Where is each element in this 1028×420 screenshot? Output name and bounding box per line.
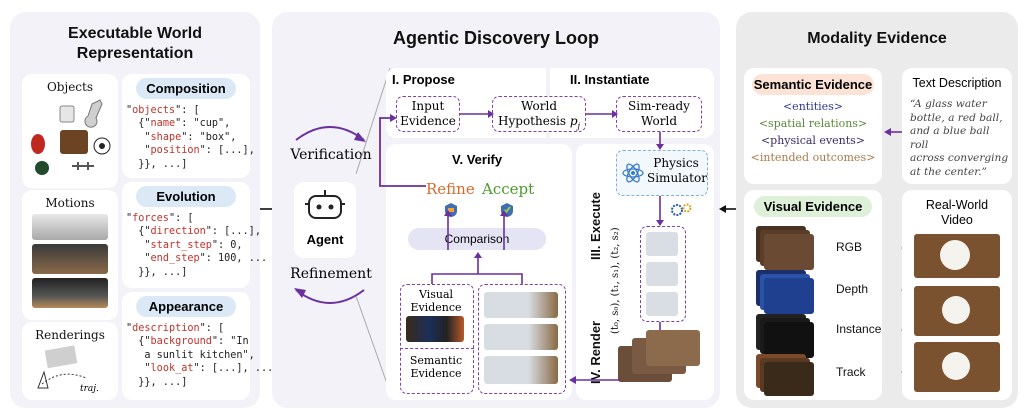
real-world-video-title: Real-World Video xyxy=(925,198,989,227)
rgb-frame xyxy=(764,234,814,270)
world-hypothesis-node: World Hypothesis pj xyxy=(492,96,586,132)
physics-simulator-label: Physics Simulator xyxy=(647,156,707,185)
real-world-video-box: Real-World Video xyxy=(902,190,1012,400)
semantic-evidence-label: Semantic Evidence xyxy=(409,354,463,380)
cup-in-frame-1 xyxy=(940,240,970,270)
agent-box: Agent xyxy=(294,182,356,258)
instance-frame xyxy=(764,322,814,358)
input-evidence-node: Input Evidence xyxy=(396,96,460,132)
physical-events-tag: <physical events> xyxy=(760,134,866,147)
render-output-3 xyxy=(646,330,700,366)
semantic-evidence-box: Semantic Evidence <entities> <spatial re… xyxy=(744,68,882,184)
gear-icon xyxy=(671,203,692,216)
sim-state-1 xyxy=(646,232,678,256)
verification-arc xyxy=(295,126,366,142)
composition-code: "objects": [ {"name": "cup", "shape": "b… xyxy=(126,105,255,170)
refinement-arc xyxy=(294,288,365,304)
refinement-label: Refinement xyxy=(290,266,372,282)
sim-state-3 xyxy=(646,292,678,316)
text-description-body: “A glass water bottle, a red ball, and a… xyxy=(910,98,1009,178)
left-panel-title: Executable World Representation xyxy=(68,25,202,62)
comparison-node: Comparison xyxy=(408,228,546,250)
verify-arrows xyxy=(431,210,523,286)
renderings-label: Renderings xyxy=(35,328,105,342)
render-to-verify-arrow xyxy=(569,376,620,384)
propose-label: I. Propose xyxy=(392,72,455,87)
composition-box: Composition "objects": [ {"name": "cup",… xyxy=(122,74,255,178)
green-ball-object xyxy=(35,161,49,175)
cup-object xyxy=(59,105,75,123)
visual-evidence-thumbs xyxy=(406,316,464,342)
objects-label: Objects xyxy=(46,80,94,94)
visual-evidence-pill: Visual Evidence xyxy=(754,196,872,217)
agentic-loop-panel: Agentic Discovery Loop Verification Agen… xyxy=(272,12,720,408)
traj-label: traj. xyxy=(80,384,99,394)
motions-label: Motions xyxy=(45,196,95,210)
motion-frame-2 xyxy=(32,244,108,274)
verify-label: V. Verify xyxy=(452,152,503,167)
middle-panel-title: Agentic Discovery Loop xyxy=(392,28,600,48)
objects-box: Objects xyxy=(22,74,118,188)
sim-state-2 xyxy=(646,262,678,286)
appearance-box: Appearance "description": [ {"background… xyxy=(122,292,273,400)
spatial-relations-tag: <spatial relations> xyxy=(758,117,868,130)
propose-arrows xyxy=(460,110,618,118)
track-frame xyxy=(764,362,814,396)
instance-label: Instance xyxy=(836,322,882,336)
depth-label: Depth xyxy=(836,282,869,296)
cup-in-frame-2 xyxy=(942,296,970,324)
text-to-semantic-arrow xyxy=(884,128,904,136)
objects-illustration xyxy=(31,99,111,175)
zoom-lines xyxy=(356,67,391,393)
text-description-box: Text Description “A glass water bottle, … xyxy=(902,68,1012,184)
cup-in-frame-3 xyxy=(942,352,970,380)
drone-object xyxy=(72,162,94,170)
composition-pill: Composition xyxy=(136,78,236,99)
semantic-evidence-pill: Semantic Evidence xyxy=(752,74,874,95)
robot-icon xyxy=(305,190,345,219)
violin-object xyxy=(84,99,103,128)
motions-box: Motions xyxy=(22,190,118,320)
arrow-right-to-middle xyxy=(719,205,738,213)
camera-trajectory xyxy=(41,373,87,385)
extinguisher-object xyxy=(31,134,45,154)
visual-evidence-box: Visual Evidence RGB Depth Instance Track xyxy=(744,190,882,400)
render-frame-2 xyxy=(484,324,558,350)
text-description-title: Text Description xyxy=(912,76,1002,90)
entities-tag: <entities> xyxy=(782,100,844,113)
verification-label: Verification xyxy=(290,147,372,163)
atom-icon xyxy=(622,163,644,183)
evolution-box: Evolution "forces": [ {"direction": [...… xyxy=(122,182,267,288)
executable-world-panel: Executable World Representation Objects … xyxy=(10,12,273,408)
depth-frame xyxy=(764,278,814,314)
appearance-code: "description": [ {"background": "In a su… xyxy=(126,323,274,388)
render-frame-3 xyxy=(484,356,558,384)
evolution-pill: Evolution xyxy=(136,186,236,207)
right-panel-title: Modality Evidence xyxy=(807,30,947,47)
renderings-illustration xyxy=(37,345,87,389)
motion-frame-3 xyxy=(32,278,108,308)
motion-frame-1 xyxy=(32,214,108,240)
agent-label: Agent xyxy=(306,232,344,247)
physics-simulator-node: Physics Simulator xyxy=(616,150,708,196)
track-label: Track xyxy=(836,365,866,379)
refine-feedback-arrow xyxy=(379,114,426,187)
rgb-label: RGB xyxy=(836,240,863,254)
evolution-code: "forces": [ {"direction": [...], "start_… xyxy=(126,213,268,278)
intended-outcomes-tag: <intended outcomes> xyxy=(750,151,876,164)
appearance-pill: Appearance xyxy=(136,296,236,317)
execute-label: III. Execute xyxy=(588,192,603,260)
refine-label: Refine xyxy=(426,180,475,198)
render-frame-1 xyxy=(484,292,558,318)
renderings-box: Renderings traj. xyxy=(22,322,118,400)
piano-object xyxy=(60,130,88,154)
instantiate-label: II. Instantiate xyxy=(570,72,650,87)
modality-evidence-panel: Modality Evidence Semantic Evidence <ent… xyxy=(736,12,1018,408)
visual-evidence-label: Visual Evidence xyxy=(410,288,462,314)
accept-label: Accept xyxy=(482,180,535,198)
